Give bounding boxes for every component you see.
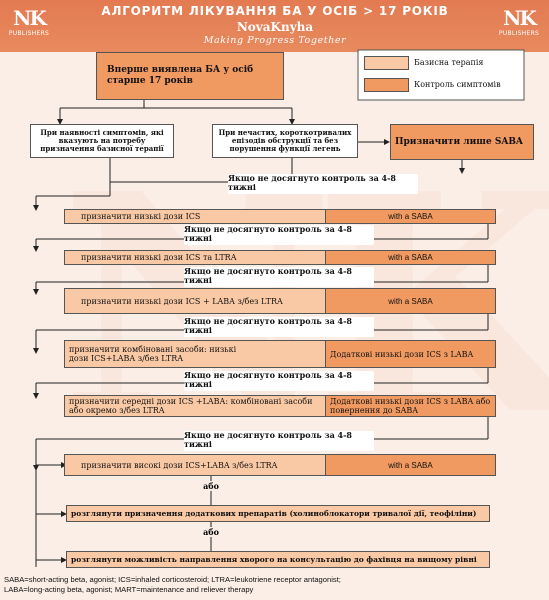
step3-control-text: with a SABA [388,296,433,306]
connector-label-2: Якщо не досягнуто контроль за 4-8 тижні [184,225,374,245]
connector-label-4: Якщо не досягнуто контроль за 4-8 тижні [184,317,374,337]
step3-control-box: with a SABA [325,288,496,314]
branch-symptoms-text: При наявності симптомів, які вказують на… [40,128,164,153]
logo-left: NK PUBLISHERS [6,6,52,46]
step4-baseline-box: призначити комбіновані засоби: низькі до… [64,340,326,368]
step2-control-box: with a SABA [325,250,496,265]
logo-mark: NK [13,6,47,30]
connector-label-1: Якщо не досягнуто контроль за 4-8 тижні [228,174,418,194]
legend-label-control: Контроль симптомів [414,80,501,89]
or-label-2: або [203,527,219,537]
step5-baseline-text: призначити середні дози ICS +LABA: комбі… [69,397,313,415]
logo-subtext: PUBLISHERS [8,30,50,37]
branch-symptoms-box: При наявності симптомів, які вказують на… [30,124,174,158]
step6-control-box: with a SABA [325,454,496,476]
brand-name: NovaKnyha [236,20,314,34]
step5-control-text: Додаткові низькі дози ICS з LABA або пов… [330,397,491,415]
saba-only-box: Призначити лише SABA [390,124,534,160]
page-title: АЛГОРИТМ ЛІКУВАННЯ БА У ОСІБ > 17 РОКІВ [101,4,449,18]
option-additional-drugs-text: розглянути призначення додаткових препар… [71,509,477,518]
step1-control-box: with a SABA [325,209,496,224]
start-box-text: Вперше виявлена БА у осіб старше 17 рокі… [107,65,254,86]
logo-right: NK PUBLISHERS [496,6,542,46]
legend-swatch-baseline [364,56,409,70]
logo-subtext: PUBLISHERS [498,30,540,37]
branch-infrequent-text: При нечастих, короткотривалих епізодів о… [218,128,352,153]
footer-abbreviations-line1: SABA=short-acting beta, agonist; ICS=inh… [4,575,341,584]
header-bar [0,0,549,52]
connector-label-6: Якщо не досягнуто контроль за 4-8 тижні [184,431,374,451]
step4-control-text: Додаткові низькі дози ICS з LABA [330,349,474,359]
step2-baseline-text: призначити низькі дози ICS та LTRA [81,253,237,262]
step1-baseline-text: призначити низькі дози ICS [81,212,201,221]
connector-label-3: Якщо не досягнуто контроль за 4-8 тижні [184,267,374,287]
branch-infrequent-box: При нечастих, короткотривалих епізодів о… [212,124,358,158]
legend-swatch-control [364,78,409,92]
connector-label-5: Якщо не досягнуто контроль за 4-8 тижні [184,371,374,391]
step2-control-text: with a SABA [388,253,433,262]
logo-mark: NK [503,6,537,30]
brand-tagline: Making Progress Together [203,35,347,46]
start-box: Вперше виявлена БА у осіб старше 17 рокі… [96,52,284,100]
step6-baseline-text: призначити високі дози ICS+LABA з/без LT… [81,460,278,470]
legend-label-baseline: Базисна терапія [414,58,484,67]
step4-control-box: Додаткові низькі дози ICS з LABA [325,340,496,368]
option-specialist-referral-box: розглянути можливість направлення хворог… [66,551,490,568]
step4-baseline-text: призначити комбіновані засоби: низькі до… [69,345,237,363]
step1-control-text: with a SABA [388,212,433,221]
footer-abbreviations-line2: LABA=long-acting beta, agonist; MART=mai… [4,585,254,594]
step5-control-box: Додаткові низькі дози ICS з LABA або пов… [325,395,496,417]
or-label-1: або [203,481,219,491]
option-specialist-referral-text: розглянути можливість направлення хворог… [71,555,477,564]
saba-only-text: Призначити лише SABA [395,136,523,147]
option-additional-drugs-box: розглянути призначення додаткових препар… [66,505,490,522]
step6-control-text: with a SABA [388,460,433,470]
step3-baseline-box: призначити низькі дози ICS + LABA з/без … [64,288,326,314]
step3-baseline-text: призначити низькі дози ICS + LABA з/без … [81,296,283,306]
step5-baseline-box: призначити середні дози ICS +LABA: комбі… [64,395,326,417]
